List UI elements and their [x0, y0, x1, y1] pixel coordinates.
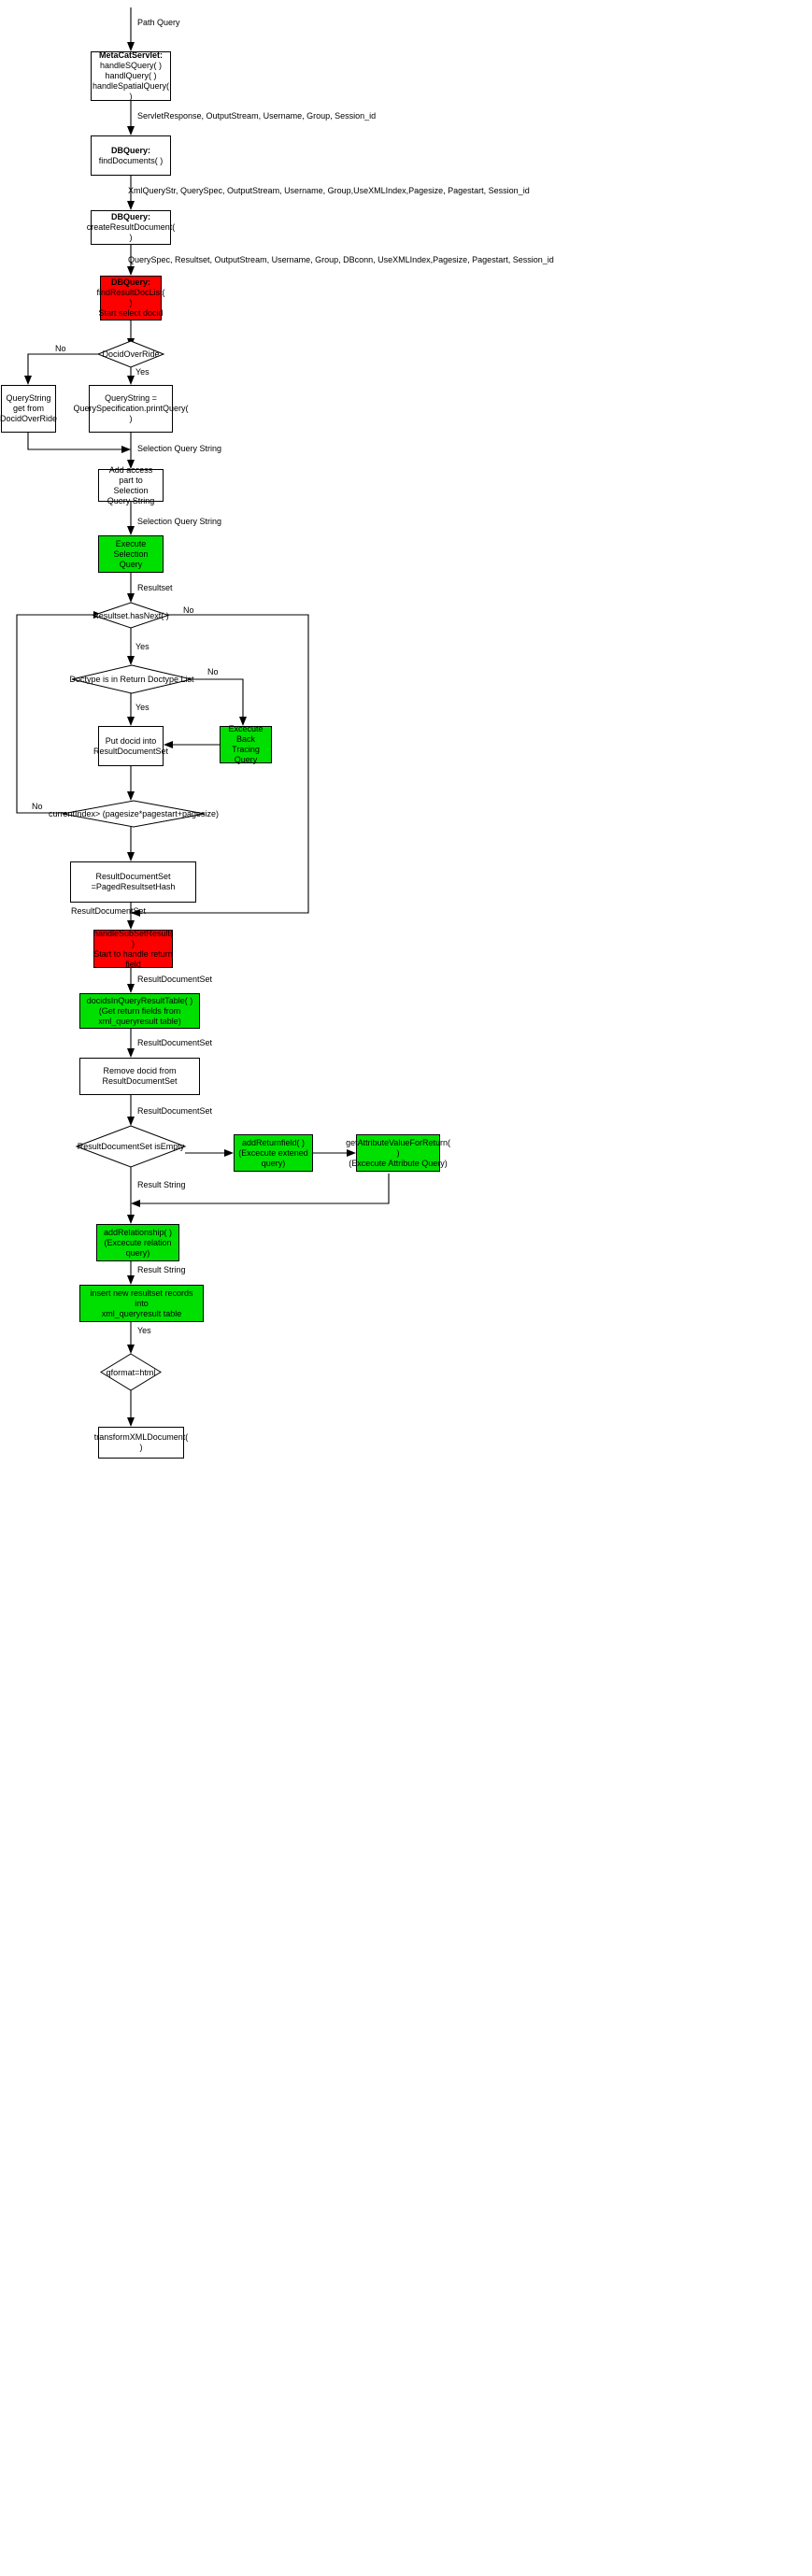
node-get-attribute-value-for-return[interactable]: getAttributeValueForReturn( ) (Excecute … [346, 1134, 450, 1172]
edge-label-no-hasnext: No [183, 605, 194, 615]
decision-docid-override-label: DocidOverRide [102, 349, 160, 359]
edge-label-result-string-2: Result String [137, 1265, 186, 1274]
edge-label-no-docidoverride: No [55, 344, 66, 353]
node-remove-docid[interactable]: Remove docid from ResultDocumentSet [79, 1058, 200, 1095]
node-dbquery-finddocuments[interactable]: DBQuery:findDocuments( ) [91, 135, 171, 176]
decision-resultset-hasnext[interactable]: Resultset.hasNext( ) [92, 602, 170, 629]
node-add-access-part-text: Add access part to Selection Query Strin… [107, 464, 155, 505]
node-handle-subset-result[interactable]: handleSubSetResult( ) Start to handle re… [93, 928, 174, 969]
node-execute-selection-query[interactable]: Execute Selection Query [98, 535, 164, 573]
edge-label-yes-qformat: Yes [137, 1326, 151, 1335]
decision-current-index-label: currentIndex> (pagesize*pagestart+pagesi… [48, 809, 220, 818]
edge-label-yes-docidoverride: Yes [135, 367, 150, 377]
edge-label-yes-hasnext: Yes [135, 642, 150, 651]
node-add-access-part[interactable]: Add access part to Selection Query Strin… [98, 465, 164, 505]
decision-resultdocumentset-isempty-label: ResultDocumentSet isEmpty [77, 1142, 185, 1151]
node-querystring-from-docidoverride-text: QueryString get from DocidOverRide [0, 393, 58, 423]
node-paged-resultset-hash[interactable]: ResultDocumentSet =PagedResultsetHash [70, 861, 196, 903]
node-querystring-from-docidoverride[interactable]: QueryString get from DocidOverRide [0, 385, 57, 433]
node-insert-new-resultset-records[interactable]: insert new resultset records into xml_qu… [79, 1285, 204, 1322]
node-metacatservlet-lines: handleSQuery( ) handlQuery( ) handleSpat… [92, 61, 170, 101]
node-docids-in-query-result-table-text: docidsInQueryResultTable( ) (Get return … [86, 995, 193, 1026]
decision-current-index[interactable]: currentIndex> (pagesize*pagestart+pagesi… [48, 800, 220, 828]
decision-doctype-in-return-list[interactable]: Doctype is in Return Doctype List [69, 664, 194, 694]
decision-qformat-html-label: qformat=html [106, 1367, 156, 1377]
node-dbquery-finddocuments-title: DBQuery: [110, 145, 150, 155]
decision-docid-override[interactable]: DocidOverRide [96, 340, 165, 368]
edge-label-no-doctype: No [207, 667, 219, 676]
decision-qformat-html[interactable]: qformat=html [100, 1353, 162, 1391]
node-add-return-field-text: addReturnfield( ) (Excecute extened quer… [238, 1137, 308, 1168]
node-metacatservlet-text: MetaCatServlet:handleSQuery( ) handlQuer… [90, 50, 172, 103]
node-docids-in-query-result-table[interactable]: docidsInQueryResultTable( ) (Get return … [79, 993, 200, 1029]
node-dbquery-finddocuments-lines: findDocuments( ) [98, 155, 164, 165]
node-transform-xml-document[interactable]: transformXMLDocument( ) [94, 1427, 188, 1459]
node-dbquery-createresultdocument-text: DBQuery:createResultDocument( ) [84, 211, 178, 244]
node-dbquery-finddocuments-text: DBQuery:findDocuments( ) [96, 145, 166, 167]
node-get-attribute-value-for-return-text: getAttributeValueForReturn( ) (Excecute … [346, 1137, 450, 1168]
node-dbquery-findresultdoclist-text: DBQuery:findResultDocList( ) Start selec… [93, 277, 167, 320]
node-execute-back-tracing-query[interactable]: Excecute Back Tracing Query [220, 724, 272, 764]
node-put-docid-text: Put docid into ResultDocumentSet [93, 735, 169, 756]
node-put-docid-into-resultdocumentset[interactable]: Put docid into ResultDocumentSet [93, 726, 168, 766]
node-execute-selection-query-text: Execute Selection Query [113, 538, 149, 569]
edge-label-selection-query-string-2: Selection Query String [137, 517, 222, 526]
node-dbquery-findresultdoclist-title: DBQuery: [110, 278, 150, 287]
decision-resultdocumentset-isempty[interactable]: ResultDocumentSet isEmpty [75, 1125, 187, 1168]
node-handle-subset-result-text: handleSubSetResult( ) Start to handle re… [93, 928, 174, 969]
node-metacatservlet-title: MetaCatServlet: [98, 50, 164, 60]
decision-resultset-hasnext-label: Resultset.hasNext( ) [93, 610, 169, 620]
edge-label-xmlquerystr: XmlQueryStr, QuerySpec, OutputStream, Us… [128, 186, 530, 195]
edge-label-resultdocumentset-4: ResultDocumentSet [137, 1106, 213, 1116]
node-metacatservlet[interactable]: MetaCatServlet:handleSQuery( ) handlQuer… [90, 50, 172, 103]
node-dbquery-createresultdocument[interactable]: DBQuery:createResultDocument( ) [87, 210, 175, 245]
edge-label-resultdocumentset-3: ResultDocumentSet [137, 1038, 213, 1047]
edge-label-resultset: Resultset [137, 583, 173, 592]
node-insert-new-resultset-records-text: insert new resultset records into xml_qu… [90, 1288, 193, 1318]
decision-doctype-in-return-list-label: Doctype is in Return Doctype List [69, 675, 194, 684]
edge-label-resultdocumentset-1: ResultDocumentSet [71, 906, 147, 916]
node-add-return-field[interactable]: addReturnfield( ) (Excecute extened quer… [234, 1134, 313, 1172]
edge-label-queryspec-resultset: QuerySpec, Resultset, OutputStream, User… [128, 255, 554, 264]
node-execute-back-tracing-query-text: Excecute Back Tracing Query [228, 724, 264, 764]
node-add-relationship-text: addRelationship( ) (Excecute relation qu… [103, 1227, 173, 1258]
node-add-relationship[interactable]: addRelationship( ) (Excecute relation qu… [96, 1224, 179, 1261]
edge-label-path-query: Path Query [137, 18, 180, 27]
edge-label-result-string-1: Result String [137, 1180, 186, 1189]
node-dbquery-findresultdoclist-lines: findResultDocList( ) Start select docid [96, 288, 165, 318]
node-dbquery-createresultdocument-title: DBQuery: [111, 212, 151, 221]
edge-label-yes-doctype: Yes [135, 703, 150, 712]
edge-label-selection-query-string-1: Selection Query String [137, 444, 222, 453]
node-querystring-printquery-text: QueryString = QuerySpecification.printQu… [73, 393, 189, 423]
node-transform-xml-document-text: transformXMLDocument( ) [93, 1432, 189, 1452]
node-remove-docid-text: Remove docid from ResultDocumentSet [102, 1066, 178, 1086]
node-dbquery-findresultdoclist[interactable]: DBQuery:findResultDocList( ) Start selec… [96, 276, 165, 320]
edge-label-servlet-response: ServletResponse, OutputStream, Username,… [137, 111, 377, 121]
edge-label-no-currentindex: No [32, 802, 43, 811]
node-paged-resultset-hash-text: ResultDocumentSet =PagedResultsetHash [91, 872, 176, 891]
node-dbquery-createresultdocument-lines: createResultDocument( ) [86, 222, 176, 242]
edge-label-resultdocumentset-2: ResultDocumentSet [137, 975, 213, 984]
node-querystring-printquery[interactable]: QueryString = QuerySpecification.printQu… [73, 385, 189, 433]
